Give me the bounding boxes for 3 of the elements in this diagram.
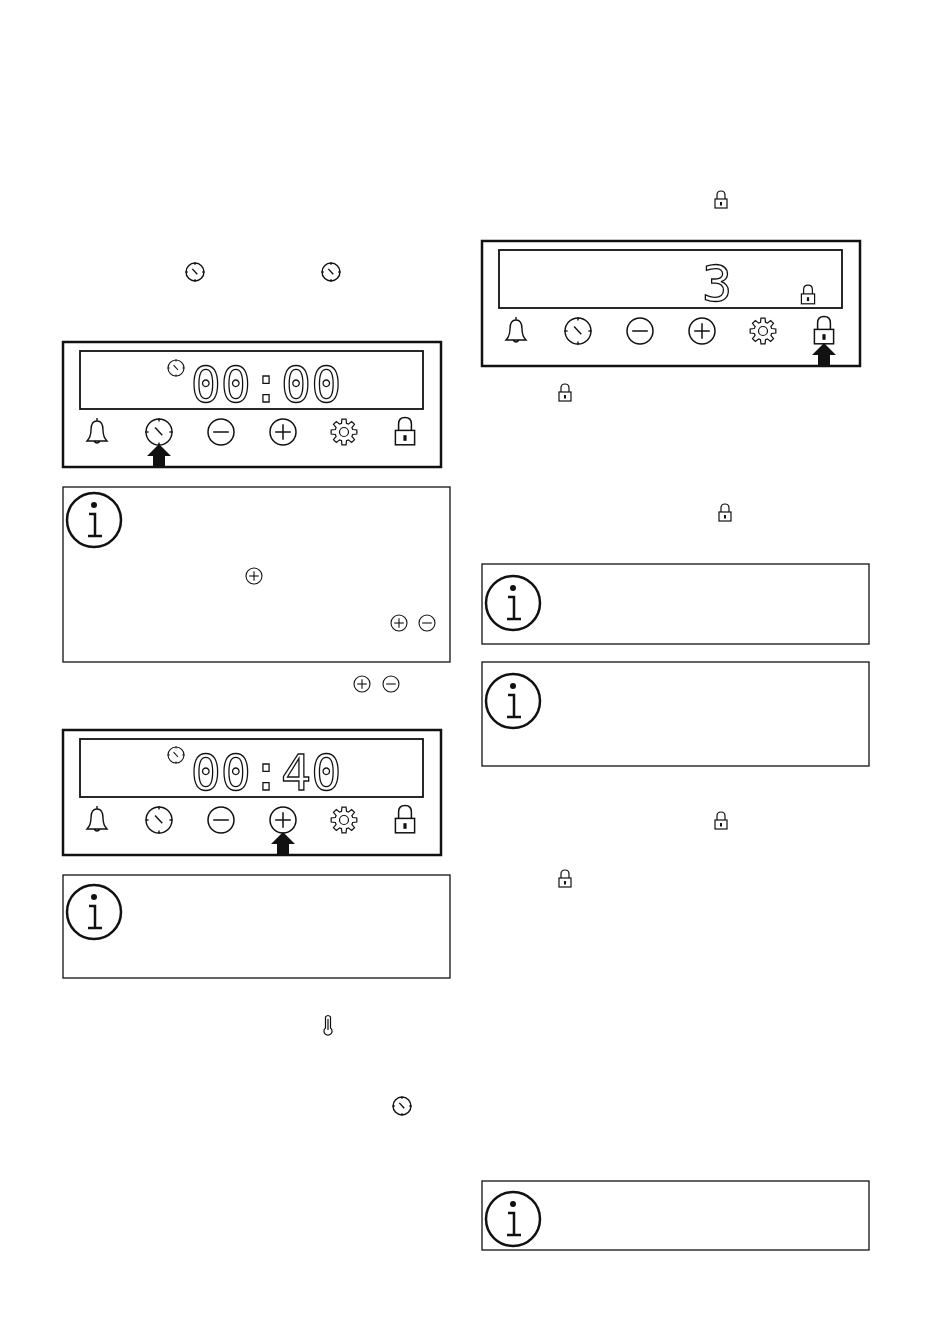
display-digits: 00:40 [190, 744, 342, 802]
display-digits: 00:00 [190, 356, 342, 414]
display-digits: 3 [701, 255, 733, 313]
